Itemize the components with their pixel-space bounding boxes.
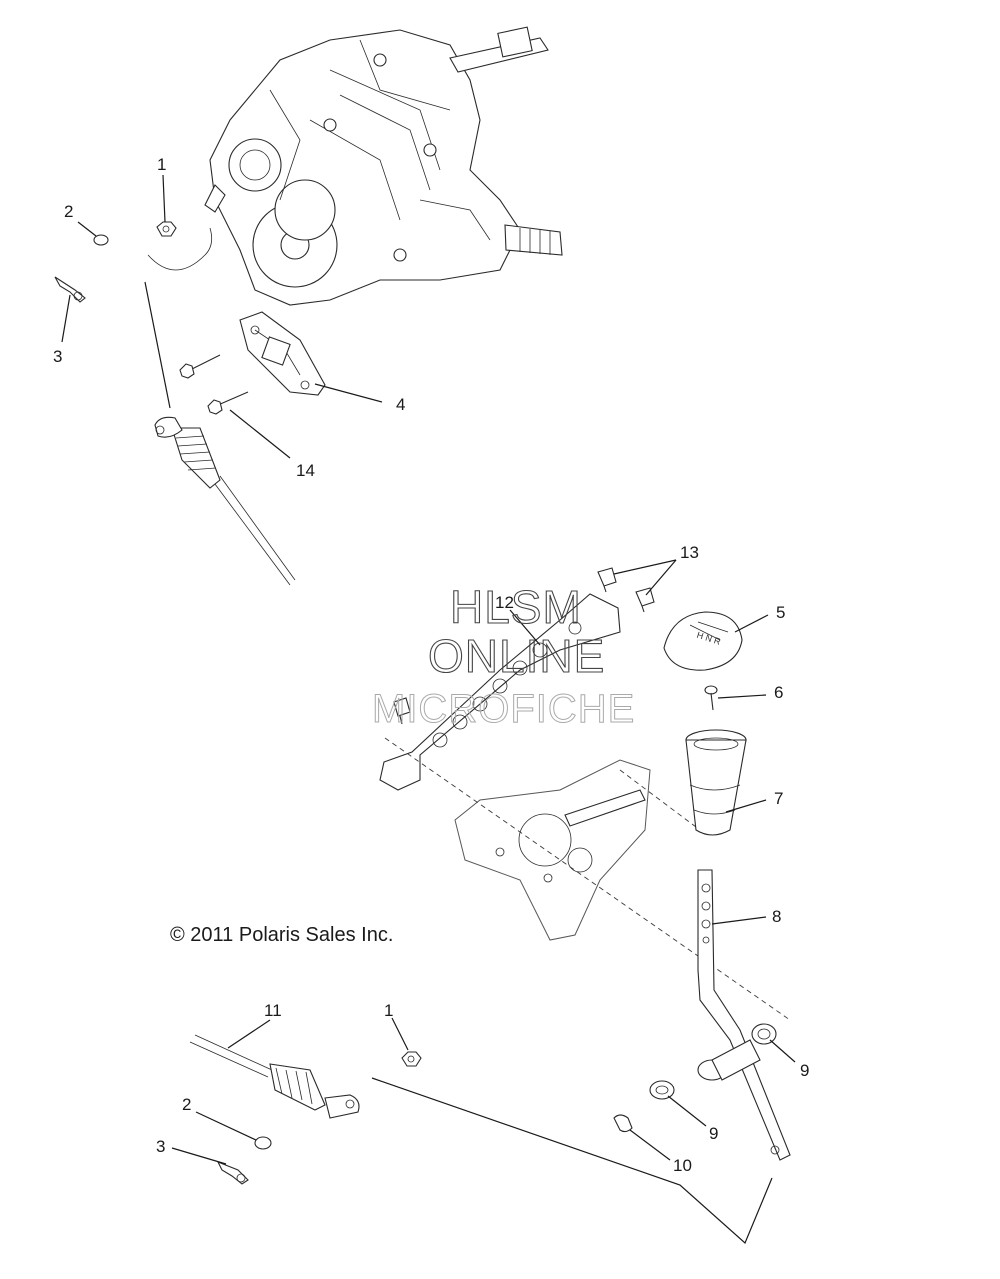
e-clip-part-10 xyxy=(613,1114,633,1133)
callout-11: 11 xyxy=(264,1001,282,1020)
callout-9-left: 9 xyxy=(709,1124,718,1143)
washer-part-2-lower xyxy=(254,1136,272,1150)
shift-lever-part-8 xyxy=(697,869,791,1161)
clip-part-3-lower xyxy=(216,1160,249,1185)
callout-6: 6 xyxy=(774,683,783,702)
callout-1-upper: 1 xyxy=(157,155,166,174)
callout-9-right: 9 xyxy=(800,1061,809,1080)
leader-lines xyxy=(61,174,796,1165)
push-pin-part-13a xyxy=(597,567,617,593)
push-pin-part-13b xyxy=(635,587,655,613)
watermark-line-3: MICROFICHE xyxy=(372,687,635,731)
alignment-line-mid xyxy=(619,769,701,831)
callout-5: 5 xyxy=(776,603,785,622)
push-pin-bracket xyxy=(393,697,411,725)
washer-part-2-upper xyxy=(93,234,109,246)
shift-boot-part-7 xyxy=(685,729,747,836)
transmission-assembly xyxy=(204,26,563,306)
bolt-part-14 xyxy=(207,391,249,415)
callout-10: 10 xyxy=(673,1156,692,1175)
cable-routing-line xyxy=(371,1077,773,1245)
clip-part-3-upper xyxy=(54,276,86,303)
callout-8: 8 xyxy=(772,907,781,926)
callout-2-lower: 2 xyxy=(182,1095,191,1114)
callout-numbers: 1 2 3 4 14 13 12 5 6 7 8 11 1 9 2 9 3 10 xyxy=(53,155,809,1175)
callout-14: 14 xyxy=(296,461,315,480)
screw-part-6 xyxy=(704,685,718,711)
watermark-line-2: ONLINE xyxy=(428,630,605,682)
bracket-part-4 xyxy=(239,311,326,396)
callout-4: 4 xyxy=(396,395,405,414)
shift-knob-part-5: H N R xyxy=(663,611,743,671)
copyright-text: © 2011 Polaris Sales Inc. xyxy=(170,924,393,946)
shifter-bracket-part-12 xyxy=(379,593,621,791)
callout-3-lower: 3 xyxy=(156,1137,165,1156)
bushing-part-9-left xyxy=(649,1080,675,1100)
bushing-part-9-right xyxy=(751,1023,777,1045)
callout-1-lower: 1 xyxy=(384,1001,393,1020)
callout-13: 13 xyxy=(680,543,699,562)
mounting-plate-ghost xyxy=(454,759,651,941)
watermark: HLSM ONLINE MICROFICHE xyxy=(372,580,635,731)
bolt-upper xyxy=(179,354,221,379)
nut-part-1-lower xyxy=(401,1051,422,1067)
shift-cable-lower xyxy=(189,1034,360,1119)
nut-part-1-upper xyxy=(147,221,213,271)
callout-3-upper: 3 xyxy=(53,347,62,366)
shift-cable-upper xyxy=(144,281,296,586)
callout-2-upper: 2 xyxy=(64,202,73,221)
watermark-line-1: HLSM xyxy=(450,581,582,633)
alignment-line-upper xyxy=(384,737,791,1021)
callout-12: 12 xyxy=(495,593,514,612)
callout-7: 7 xyxy=(774,789,783,808)
